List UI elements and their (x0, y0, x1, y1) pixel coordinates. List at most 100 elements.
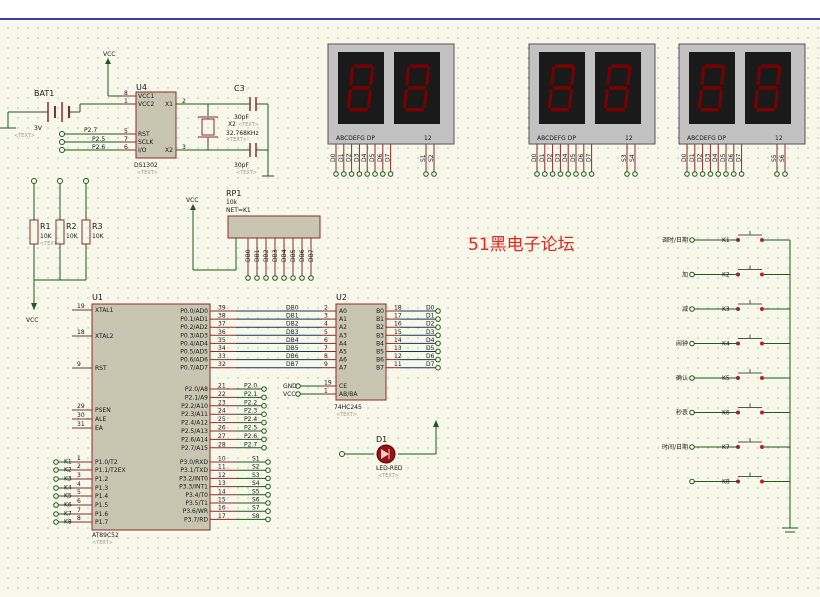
u2-pin-name-r0: B0 (376, 308, 384, 315)
u4-pin-left-name-4: I/O (138, 147, 147, 154)
u1-pin-num-r4: 35 (218, 337, 226, 344)
u1-pin-name-r19: P3.3/INT1 (179, 484, 208, 491)
u1-p3-net-5: S6 (252, 497, 260, 504)
chip-u4[interactable]: U4 DS1302 <TEXT> (134, 83, 177, 176)
key-3-label: 闹钟 (676, 340, 688, 348)
u1-p2-net-2: P2.2 (244, 399, 257, 406)
display-2-digit-0-seg-4 (697, 89, 703, 108)
display-1-seg-net-0: D0 (531, 153, 538, 162)
key-6-label: 时间/日期 (662, 443, 688, 451)
rp1-node-6 (299, 275, 305, 281)
rp1-part: NET=K1 (226, 207, 251, 214)
u1-p1-node-7 (53, 519, 59, 525)
u1-pins: 19XTAL118XTAL29RST29PSEN30ALE31EA1P1.0/T… (53, 303, 322, 526)
key-1-ref: K2 (722, 272, 730, 279)
u1-pin-num-l0: 19 (77, 303, 85, 310)
crystal-x2[interactable]: X2 32.768KHz <TEXT> (176, 103, 259, 151)
u1-pin-name-r18: P3.2/INT0 (179, 475, 208, 482)
display-2-com-net-0: S5 (771, 154, 778, 162)
u2-pin-name-r7: B7 (376, 365, 384, 372)
display-0-seg-node-4 (364, 171, 371, 177)
pullup-resistors[interactable]: R1 R2 R3 10K 10K 10K <TEXT> VCC (26, 178, 105, 325)
display-0-com-net-1: S2 (428, 154, 435, 162)
display-2-seg-node-4 (715, 171, 722, 177)
display-1-digit-0-seg-4 (547, 89, 553, 108)
display-2-digit-0-seg-2 (717, 89, 723, 108)
u1-pin-name-r3: P0.3/AD3 (180, 332, 208, 339)
u2-ctrl-net-1: VCC (283, 391, 295, 398)
chip-u1[interactable]: U1 AT89C52 <TEXT> (91, 293, 211, 546)
key-1-node (689, 271, 695, 278)
toolbar-strip (0, 0, 820, 20)
u1-pin-num-l11: 6 (77, 498, 81, 505)
u2-ctrl-num-1: 1 (324, 388, 328, 395)
u1-p2-net-6: P2.6 (244, 433, 257, 440)
u1-p0-net-7: DB7 (286, 361, 299, 368)
u1-pin-name-l9: P1.3 (95, 485, 108, 492)
u1-pin-num-l9: 4 (77, 481, 81, 488)
display-0-com-net-0: S1 (420, 154, 427, 162)
u1-p2-node-5 (261, 428, 267, 434)
bat-ref: BAT1 (34, 89, 54, 98)
key-6-node (689, 444, 695, 450)
display-0-digit-0-seg-5 (349, 66, 355, 85)
capacitor-c4[interactable]: 30pF <TEXT> (234, 104, 274, 177)
u1-pin-num-r7: 32 (218, 361, 226, 368)
key-6-ref: K7 (722, 444, 730, 451)
display-1-digit-1-seg-5 (606, 66, 612, 85)
display-2-digit-1-seg-3 (756, 108, 775, 112)
display-0-digit-0-seg-1 (369, 66, 375, 85)
u1-pin-num-l5: 31 (77, 421, 85, 428)
u1-p0-net-4: DB4 (286, 337, 299, 344)
key-4-node (689, 375, 695, 381)
rp1-node-5 (290, 275, 296, 281)
key-4-contact-a (736, 376, 740, 380)
battery-bat1[interactable]: BAT1 3V <TEXT> (0, 89, 122, 139)
u2-out-net-6: D6 (426, 353, 435, 360)
display-2-seg-net-0: D0 (681, 153, 688, 162)
u1-p3-net-6: S7 (252, 505, 260, 512)
u1-pin-num-r5: 34 (218, 345, 226, 352)
display-2-digit-1-seg-1 (776, 66, 782, 85)
display-0-seg-node-7 (387, 171, 394, 177)
u2-out-net-5: D5 (426, 345, 435, 352)
resistor-pack-rp1[interactable]: RP1 10k NET=K1 VCC (186, 189, 321, 271)
u2-out-node-3 (435, 332, 441, 339)
u2-ctrl-num-0: 19 (324, 380, 332, 387)
u1-pin-num-r16: 10 (218, 456, 226, 463)
rp1-value: 10k (226, 199, 238, 206)
rtc-nets: P2.7 P2.5 P2.6 (59, 127, 122, 153)
display-0-seg-node-2 (348, 171, 355, 177)
u1-pin-name-r23: P3.7/RD (184, 516, 208, 523)
u2-pin-num-l7: 9 (324, 361, 328, 368)
display-2-seg-node-0 (684, 171, 690, 177)
u2-pin-name-l7: A7 (339, 365, 347, 372)
u1-p1-node-4 (53, 493, 59, 499)
key-3-contact-a (736, 341, 740, 346)
display-2-com-node-1 (782, 171, 788, 177)
key-0-ref: K1 (722, 237, 730, 244)
u4-pin-left-name-1: VCC2 (138, 101, 154, 108)
u2-pin-num-l1: 3 (324, 313, 328, 320)
display-2-com-node-0 (774, 171, 780, 177)
u1-pin-name-l10: P1.4 (95, 493, 108, 500)
key-3-contact-b (760, 341, 764, 346)
led-d1[interactable]: D1 LED-RED <TEXT> (339, 420, 440, 479)
x2-value: 32.768KHz (226, 130, 259, 137)
display-2-digit-0-seg-5 (700, 66, 706, 85)
capacitor-c3[interactable]: C3 30pF <TEXT> (234, 84, 268, 128)
u1-pin-name-r13: P2.5/A13 (181, 428, 208, 435)
display-2-digit-1-seg-6 (758, 86, 778, 90)
rp1-pin-label-5: DB5 (290, 249, 297, 262)
r3-value: 10K (92, 233, 105, 240)
rp1-node-0 (245, 275, 251, 281)
u2-pin-name-l6: A6 (339, 357, 347, 364)
chip-u2[interactable]: U2 74HC245 <TEXT> (334, 293, 387, 418)
display-0-digit-0-seg-2 (366, 89, 372, 108)
u2-pin-name-l1: A1 (339, 316, 347, 323)
u1-pin-num-l10: 5 (77, 489, 81, 496)
display-1-seg-node-2 (549, 171, 556, 177)
display-1-seg-net-2: D2 (547, 153, 554, 162)
